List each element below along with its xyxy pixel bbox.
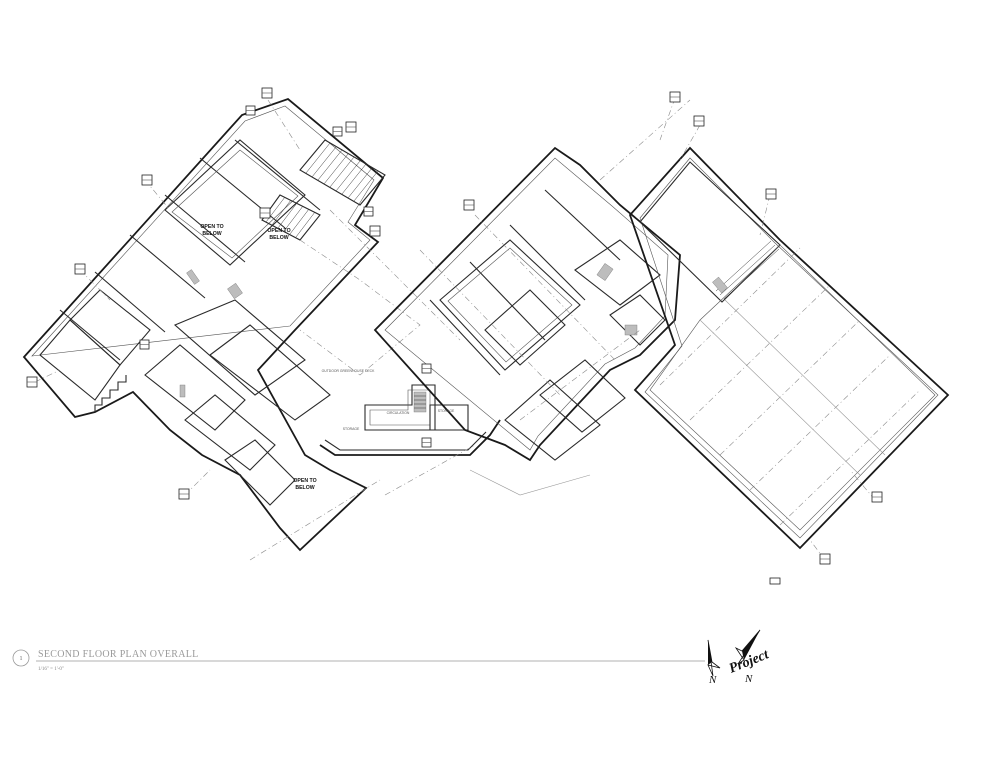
project-north-icon-fill — [742, 630, 760, 660]
open-to-below-label-1: OPEN TO — [200, 224, 223, 230]
callout-tag[interactable] — [765, 188, 777, 200]
left-stairs — [261, 139, 386, 241]
drawing-number: 1 — [20, 656, 23, 662]
callout-tag[interactable] — [261, 87, 273, 99]
callout-tag[interactable] — [871, 491, 883, 503]
true-north-icon-fill — [708, 640, 712, 665]
project-north-n-label: N — [744, 673, 753, 685]
storage-label-2: STORAGE — [438, 409, 455, 413]
callout-tag[interactable] — [139, 339, 150, 350]
drawing-title: SECOND FLOOR PLAN OVERALL — [38, 649, 199, 660]
open-to-below-label-2: OPEN TO — [267, 228, 290, 234]
center-connector — [249, 209, 591, 561]
callout-tag[interactable] — [369, 225, 381, 237]
callout-tag[interactable] — [769, 577, 781, 585]
open-to-below-label-2b: BELOW — [269, 235, 288, 241]
room-labels: OUTDOOR GREENHOUSE DECK STORAGE STORAGE … — [322, 369, 455, 431]
callout-tag[interactable] — [332, 126, 343, 137]
outdoor-deck-label: OUTDOOR GREENHOUSE DECK — [322, 369, 375, 373]
callout-tag[interactable] — [421, 437, 432, 448]
middle-wing — [373, 99, 691, 462]
callout-tag[interactable] — [693, 115, 705, 127]
callout-tag[interactable] — [259, 207, 271, 219]
callout-tag[interactable] — [141, 174, 153, 186]
callout-tag[interactable] — [421, 363, 432, 374]
project-north-arrow: Project N — [727, 629, 772, 685]
callout-tag[interactable] — [345, 121, 357, 133]
callout-tag[interactable] — [74, 263, 86, 275]
drawing-number-circle — [12, 649, 30, 667]
true-north-arrow: N — [707, 639, 721, 686]
open-to-below-label-3: OPEN TO — [293, 478, 316, 484]
right-wing — [628, 146, 950, 550]
callout-tag[interactable] — [245, 105, 256, 116]
callout-tag[interactable] — [819, 553, 831, 565]
callout-tag[interactable] — [178, 488, 190, 500]
callout-tag[interactable] — [26, 376, 38, 388]
drawing-title-block: 1 SECOND FLOOR PLAN OVERALL 1/16" = 1'-0… — [12, 649, 705, 672]
callout-tag[interactable] — [363, 206, 374, 217]
true-north-label: N — [708, 674, 717, 686]
drawing-scale: 1/16" = 1'-0" — [38, 667, 64, 672]
callout-tags — [26, 87, 883, 585]
open-to-below-label-3b: BELOW — [295, 485, 314, 491]
open-to-below-labels: OPEN TO BELOW OPEN TO BELOW OPEN TO BELO… — [200, 224, 316, 491]
open-to-below-label-1b: BELOW — [202, 231, 221, 237]
circulation-label: CIRCULATION — [387, 411, 410, 415]
left-wing — [22, 97, 385, 552]
callout-tag[interactable] — [669, 91, 681, 103]
callout-tag[interactable] — [463, 199, 475, 211]
storage-label-1: STORAGE — [343, 427, 360, 431]
